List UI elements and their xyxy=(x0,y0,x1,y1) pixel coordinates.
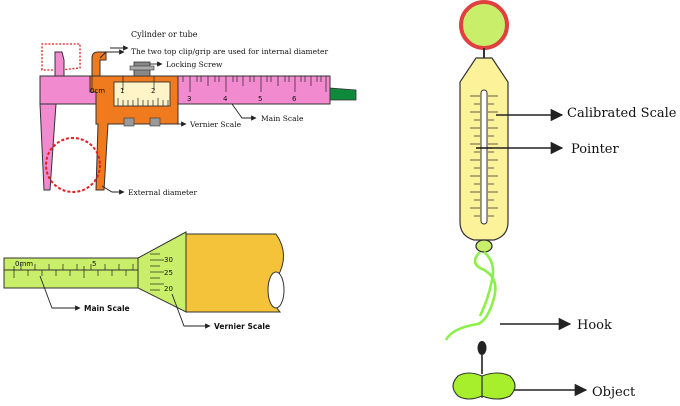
micrometer-thimble-20: 20 xyxy=(164,285,173,293)
spring-balance-calibration-ticks xyxy=(470,95,498,217)
micrometer-main-ticks xyxy=(13,264,134,278)
hanging-object xyxy=(452,372,516,400)
label-object: Object xyxy=(592,385,636,400)
leader-micrometer-main-scale xyxy=(39,275,81,311)
fixed-upper-jaw xyxy=(54,51,65,77)
micrometer-thimble-ticks xyxy=(150,253,164,291)
micrometer-thimble-25: 25 xyxy=(164,269,173,277)
spring-balance-ring xyxy=(459,0,509,50)
micrometer-num-5: 5 xyxy=(92,260,96,268)
slider-screw-left xyxy=(123,117,135,127)
vernier-upper-jaw xyxy=(91,51,107,77)
label-top-clip: The two top clip/grip are used for inter… xyxy=(131,47,328,56)
leader-top-clip xyxy=(99,49,125,59)
spring-balance-slot xyxy=(480,89,488,225)
micrometer-barrel-end xyxy=(267,271,285,309)
caliper-num-0cm: 0cm xyxy=(90,87,105,95)
depth-rod-tip xyxy=(329,87,357,101)
caliper-main-scale-ticks xyxy=(91,76,327,92)
spring-balance: Calibrated Scale Pointer Hook Object xyxy=(444,0,677,400)
label-main-scale: Main Scale xyxy=(261,114,304,123)
internal-jaw-dashed-outline xyxy=(41,43,81,71)
label-micrometer-main-scale: Main Scale xyxy=(84,304,130,313)
spring-balance-bottom-knob xyxy=(475,239,493,253)
caliper-num-2: 2 xyxy=(151,87,155,95)
vernier-caliper: 0cm 1 2 3 4 5 6 Cylinder or tube The two… xyxy=(39,30,357,197)
slider-screw-right xyxy=(149,117,161,127)
hook-knot xyxy=(477,341,487,355)
caliper-num-6: 6 xyxy=(292,95,297,103)
label-micrometer-vernier-scale: Vernier Scale xyxy=(214,322,270,331)
micrometer-num-0mm: 0mm xyxy=(15,260,33,268)
micrometer-sleeve xyxy=(3,257,139,289)
label-vernier-scale: Vernier Scale xyxy=(189,120,242,129)
leader-external-diameter xyxy=(101,185,125,195)
caliper-num-5: 5 xyxy=(258,95,262,103)
locking-screw-head xyxy=(129,65,155,71)
caliper-num-1: 1 xyxy=(120,87,124,95)
leader-main-scale xyxy=(231,103,257,121)
label-calibrated-scale: Calibrated Scale xyxy=(567,106,677,121)
micrometer: 0mm 5 30 25 20 Main Scale Vernier Scale xyxy=(3,231,285,331)
caliper-num-4: 4 xyxy=(223,95,228,103)
caliper-num-3: 3 xyxy=(187,95,191,103)
label-cylinder: Cylinder or tube xyxy=(131,30,198,39)
external-diameter-dashed-circle xyxy=(45,137,101,193)
label-locking-screw: Locking Screw xyxy=(166,60,223,69)
main-beam xyxy=(39,75,331,105)
label-external-diameter: External diameter xyxy=(128,188,198,197)
spring-balance-hook xyxy=(444,251,497,341)
micrometer-thimble-30: 30 xyxy=(164,256,173,264)
label-pointer: Pointer xyxy=(571,142,619,157)
leader-micrometer-vernier-scale xyxy=(171,293,211,329)
caliper-vernier-window-ticks xyxy=(117,98,169,106)
label-hook: Hook xyxy=(577,318,612,333)
fixed-lower-jaw xyxy=(39,103,57,191)
